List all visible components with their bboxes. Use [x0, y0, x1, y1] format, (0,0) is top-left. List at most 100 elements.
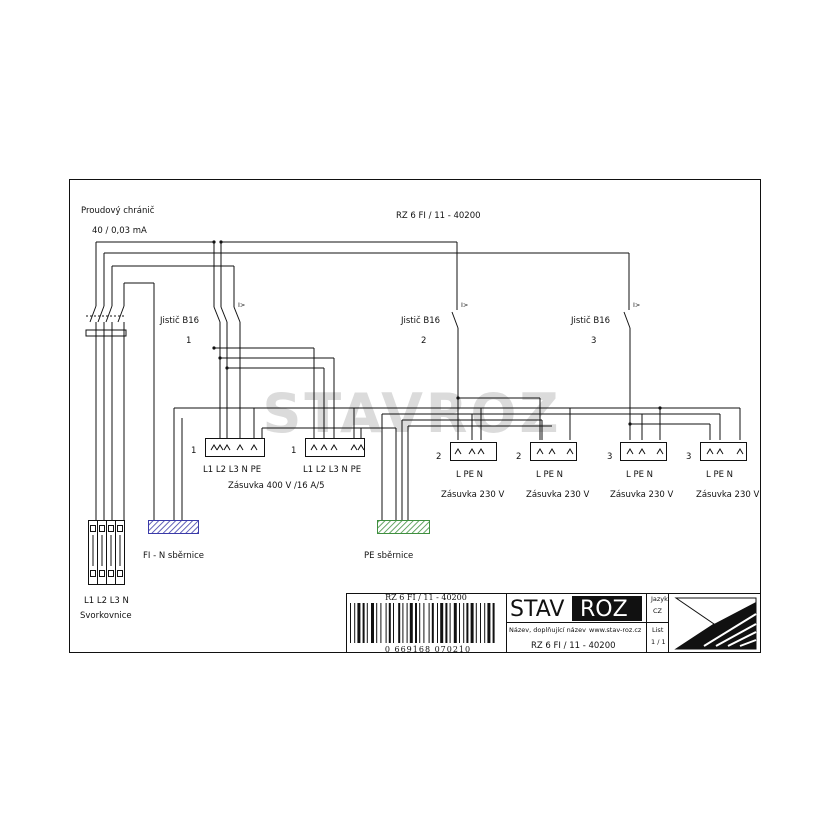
terminal-pins-label: L1 L2 L3 N	[84, 596, 129, 606]
logo-right-bg	[572, 596, 642, 621]
socket-230v-1-caption: Zásuvka 230 V	[441, 490, 504, 500]
socket-230v-2-pins: L PE N	[536, 470, 563, 480]
barcode-bar	[423, 603, 425, 643]
socket-pin	[236, 444, 244, 451]
barcode-bar	[475, 603, 477, 643]
socket-pin-terminals	[210, 444, 744, 455]
socket-400v-2-circuit: 1	[291, 446, 296, 456]
barcode-bar	[466, 603, 469, 643]
barcode-bar	[459, 603, 460, 643]
socket-pin	[716, 448, 724, 455]
breaker-1-label: Jistič B16	[159, 315, 199, 326]
company-emblem	[674, 597, 757, 650]
socket-400v-1-pins: L1 L2 L3 N PE	[203, 465, 261, 475]
socket-pin	[656, 448, 664, 455]
barcode-bar	[350, 603, 351, 643]
barcode-bar	[402, 603, 404, 643]
lang-label: Jazyk	[650, 595, 668, 603]
board-title: RZ 6 FI / 11 - 40200	[396, 211, 481, 221]
website: www.stav-roz.cz	[589, 626, 642, 634]
barcode-bar	[492, 603, 495, 643]
terminal-block: L1 L2 L3 N Svorkovnice	[80, 520, 132, 621]
name-label: Název, doplňující název	[509, 626, 586, 634]
rcd-label: Proudový chránič	[81, 205, 155, 216]
barcode-bar	[406, 603, 408, 643]
socket-230v-1-circuit: 2	[436, 452, 441, 462]
socket-pin	[210, 444, 218, 451]
sheet-label: List	[652, 626, 664, 634]
socket-pin	[250, 444, 258, 451]
socket-pin	[477, 448, 485, 455]
socket-pin	[216, 444, 224, 451]
socket-230v-1-pins: L PE N	[456, 470, 483, 480]
breaker-1-circuit: 1	[186, 336, 191, 346]
barcode-bar	[371, 603, 374, 643]
barcode-bar	[354, 603, 356, 643]
socket-pin	[468, 448, 476, 455]
barcode-bar	[470, 603, 474, 643]
fi-n-busbar: FI - N sběrnice	[143, 520, 204, 561]
breaker-3: I> Jistič B16 3	[570, 300, 640, 346]
breaker-3-trip-symbol: I>	[633, 301, 640, 309]
sheet-value: 1 / 1	[651, 638, 666, 646]
breaker-1: I> Jistič B16 1	[159, 300, 245, 346]
drawing-code: RZ 6 FI / 11 - 40200	[531, 641, 616, 651]
socket-230v-3-pins: L PE N	[626, 470, 653, 480]
barcode-bar	[440, 603, 444, 643]
barcode-bar	[398, 603, 401, 643]
barcode-bar	[463, 603, 465, 643]
socket-pin	[536, 448, 544, 455]
barcode-bar	[431, 603, 434, 643]
barcode-bar	[380, 603, 382, 643]
breaker-1-trip-symbol: I>	[238, 301, 245, 309]
logo-right: ROZ	[580, 597, 628, 622]
logo-left: STAV	[510, 597, 564, 622]
barcode-bar	[385, 603, 387, 643]
socket-230v-3-circuit: 3	[607, 452, 612, 462]
socket-pin	[330, 444, 338, 451]
socket-230v-4: 3 L PE N Zásuvka 230 V	[686, 442, 759, 500]
socket-230v-4-caption: Zásuvka 230 V	[696, 490, 759, 500]
barcode-bar	[362, 603, 365, 643]
socket-230v-4-pins: L PE N	[706, 470, 733, 480]
socket-230v-4-circuit: 3	[686, 452, 691, 462]
pe-busbar: PE sběrnice	[364, 520, 430, 561]
barcode-bar	[480, 603, 481, 643]
rcd-rating: 40 / 0,03 mA	[92, 226, 147, 236]
breaker-3-label: Jistič B16	[570, 315, 610, 326]
socket-pin	[626, 448, 634, 455]
socket-400v-2-pins: L1 L2 L3 N PE	[303, 465, 361, 475]
breaker-2-circuit: 2	[421, 336, 426, 346]
socket-pin	[454, 448, 462, 455]
barcode-digits: 0 669168 070210	[385, 645, 471, 654]
terminal-label: Svorkovnice	[80, 611, 132, 621]
circuit-2-3-wires	[456, 328, 711, 440]
protective-earth-wires	[261, 413, 721, 520]
supply-wires	[95, 240, 630, 520]
breaker-2-trip-symbol: I>	[461, 301, 468, 309]
barcode-bar	[357, 603, 361, 643]
pe-busbar-label: PE sběrnice	[364, 551, 413, 561]
barcode-bar	[393, 603, 394, 643]
socket-pin	[310, 444, 318, 451]
socket-pin	[320, 444, 328, 451]
title-block: RZ 6 FI / 11 - 40200 0 669168 070210 STA…	[346, 593, 761, 654]
barcode-bar	[415, 603, 417, 643]
socket-pin	[350, 444, 358, 451]
socket-230v-2-circuit: 2	[516, 452, 521, 462]
socket-pin	[357, 444, 365, 451]
breaker-3-circuit: 3	[591, 336, 596, 346]
socket-400v-caption: Zásuvka 400 V /16 A/5	[228, 481, 324, 491]
barcode-bar	[484, 603, 486, 643]
barcode-bar	[409, 603, 413, 643]
barcode-bar	[388, 603, 391, 643]
barcode-bar	[453, 603, 457, 643]
socket-230v-2-caption: Zásuvka 230 V	[526, 490, 589, 500]
fi-n-busbar-label: FI - N sběrnice	[143, 551, 204, 561]
barcode-bar	[449, 603, 451, 643]
socket-400v-1-circuit: 1	[191, 446, 196, 456]
socket-230v-3-caption: Zásuvka 230 V	[610, 490, 673, 500]
barcode-bar	[437, 603, 438, 643]
socket-400v-1: 1 L1 L2 L3 N PE	[191, 438, 265, 475]
